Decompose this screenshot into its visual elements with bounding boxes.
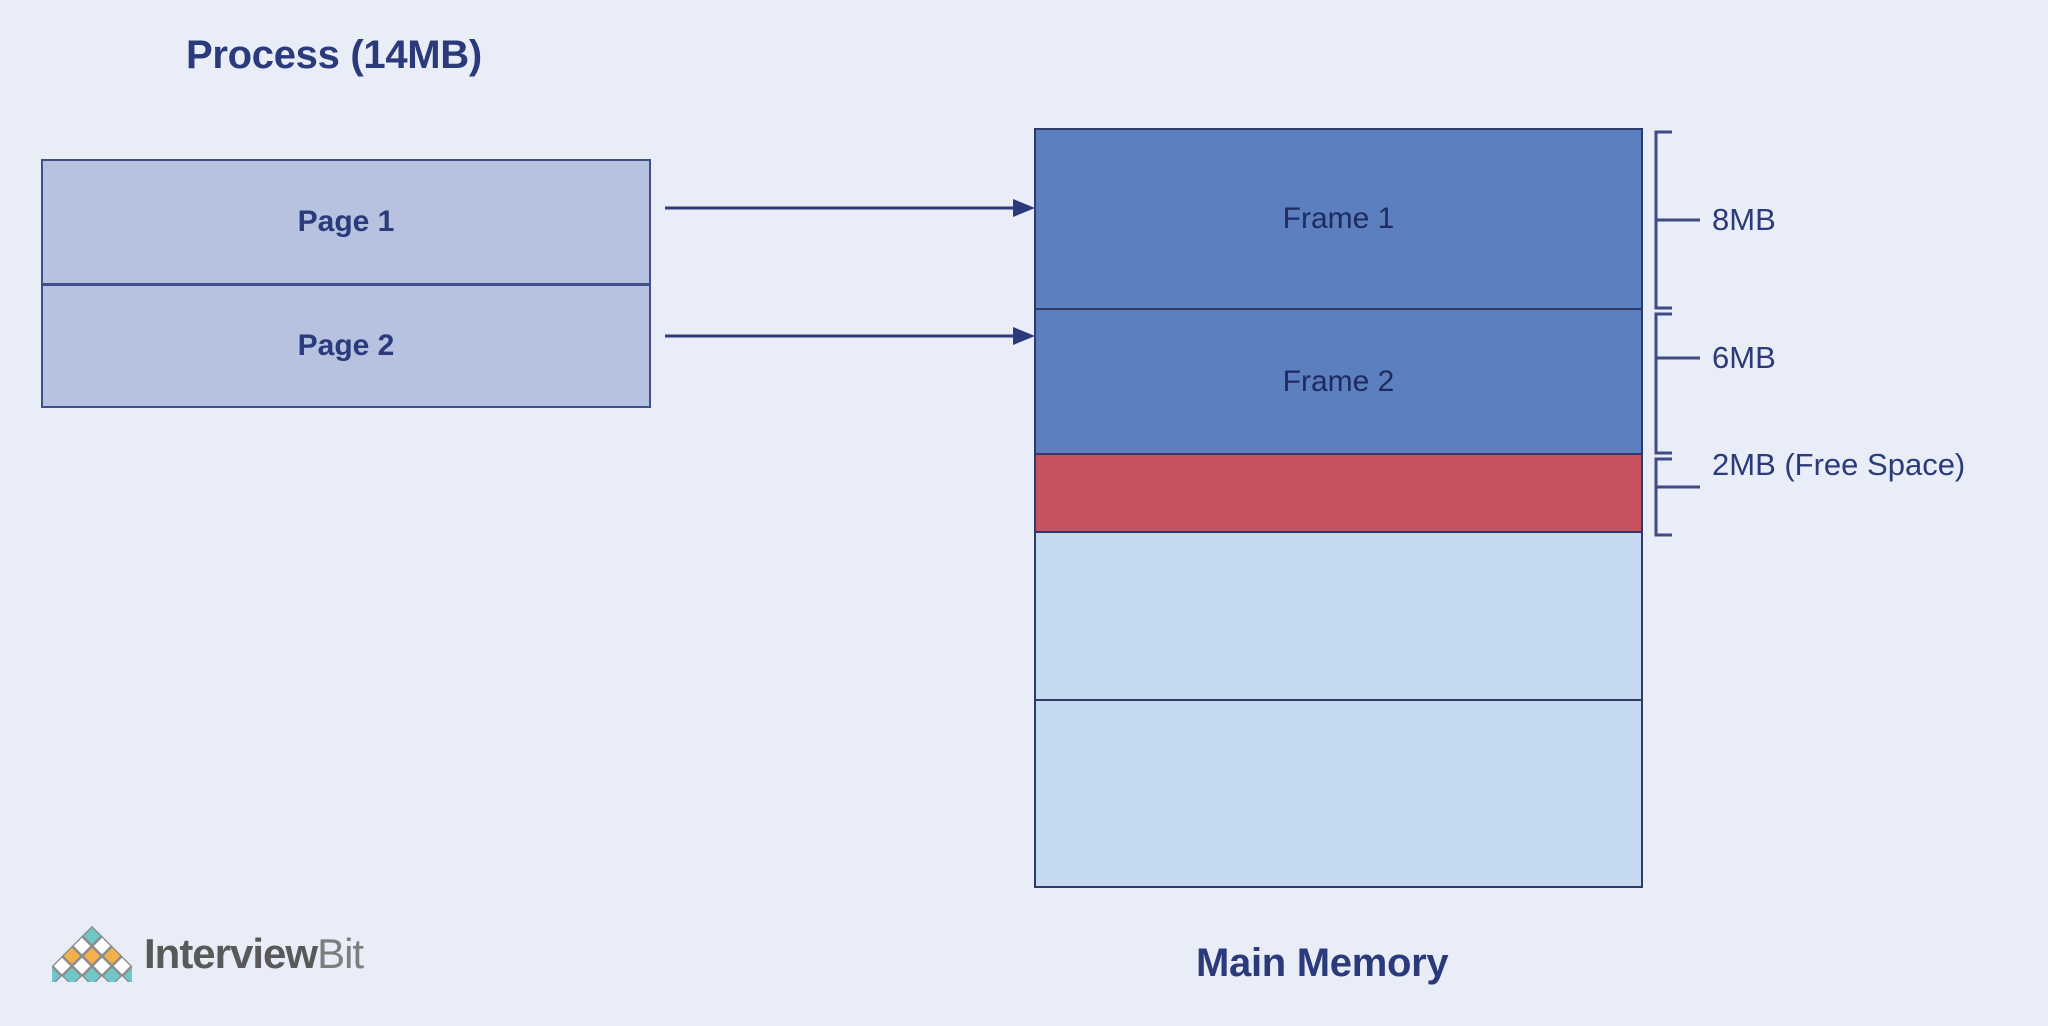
page-box-label: Page 2 (297, 329, 395, 362)
interviewbit-diamond-pyramid-icon (52, 926, 132, 982)
page-title-process: Process (14MB) (186, 33, 482, 77)
memory-row-empty-2[interactable] (1034, 699, 1643, 888)
size-bracket-6mb (1654, 312, 1700, 455)
memory-row-label: Frame 1 (1282, 202, 1395, 235)
size-bracket-label-2mb: 2MB (Free Space) (1712, 447, 1966, 482)
page-title-main-memory: Main Memory (1196, 941, 1449, 985)
page-box-page-2[interactable]: Page 2 (41, 284, 651, 408)
logo-word-bit: Bit (317, 930, 364, 977)
size-bracket-label-8mb: 8MB (1712, 202, 1776, 237)
size-bracket-2mb (1654, 457, 1700, 537)
logo-word-interview: Interview (144, 930, 318, 977)
arrow-page-1-to-frame-1 (665, 199, 1035, 217)
memory-row-frame-2[interactable]: Frame 2 (1034, 308, 1643, 455)
interviewbit-logo: InterviewBit (52, 926, 364, 982)
memory-row-frame-1[interactable]: Frame 1 (1034, 128, 1643, 310)
page-box-label: Page 1 (297, 205, 395, 238)
size-bracket-8mb (1654, 130, 1700, 310)
process-page-stack: Page 1 Page 2 (41, 159, 651, 408)
arrow-page-2-to-frame-2 (665, 327, 1035, 345)
interviewbit-wordmark: InterviewBit (144, 930, 364, 977)
size-bracket-label-6mb: 6MB (1712, 340, 1776, 375)
page-box-page-1[interactable]: Page 1 (41, 159, 651, 285)
memory-row-free-space[interactable] (1034, 453, 1643, 533)
memory-row-empty-1[interactable] (1034, 531, 1643, 701)
memory-row-label: Frame 2 (1282, 364, 1395, 398)
main-memory-stack: Frame 1 Frame 2 (1034, 128, 1643, 888)
